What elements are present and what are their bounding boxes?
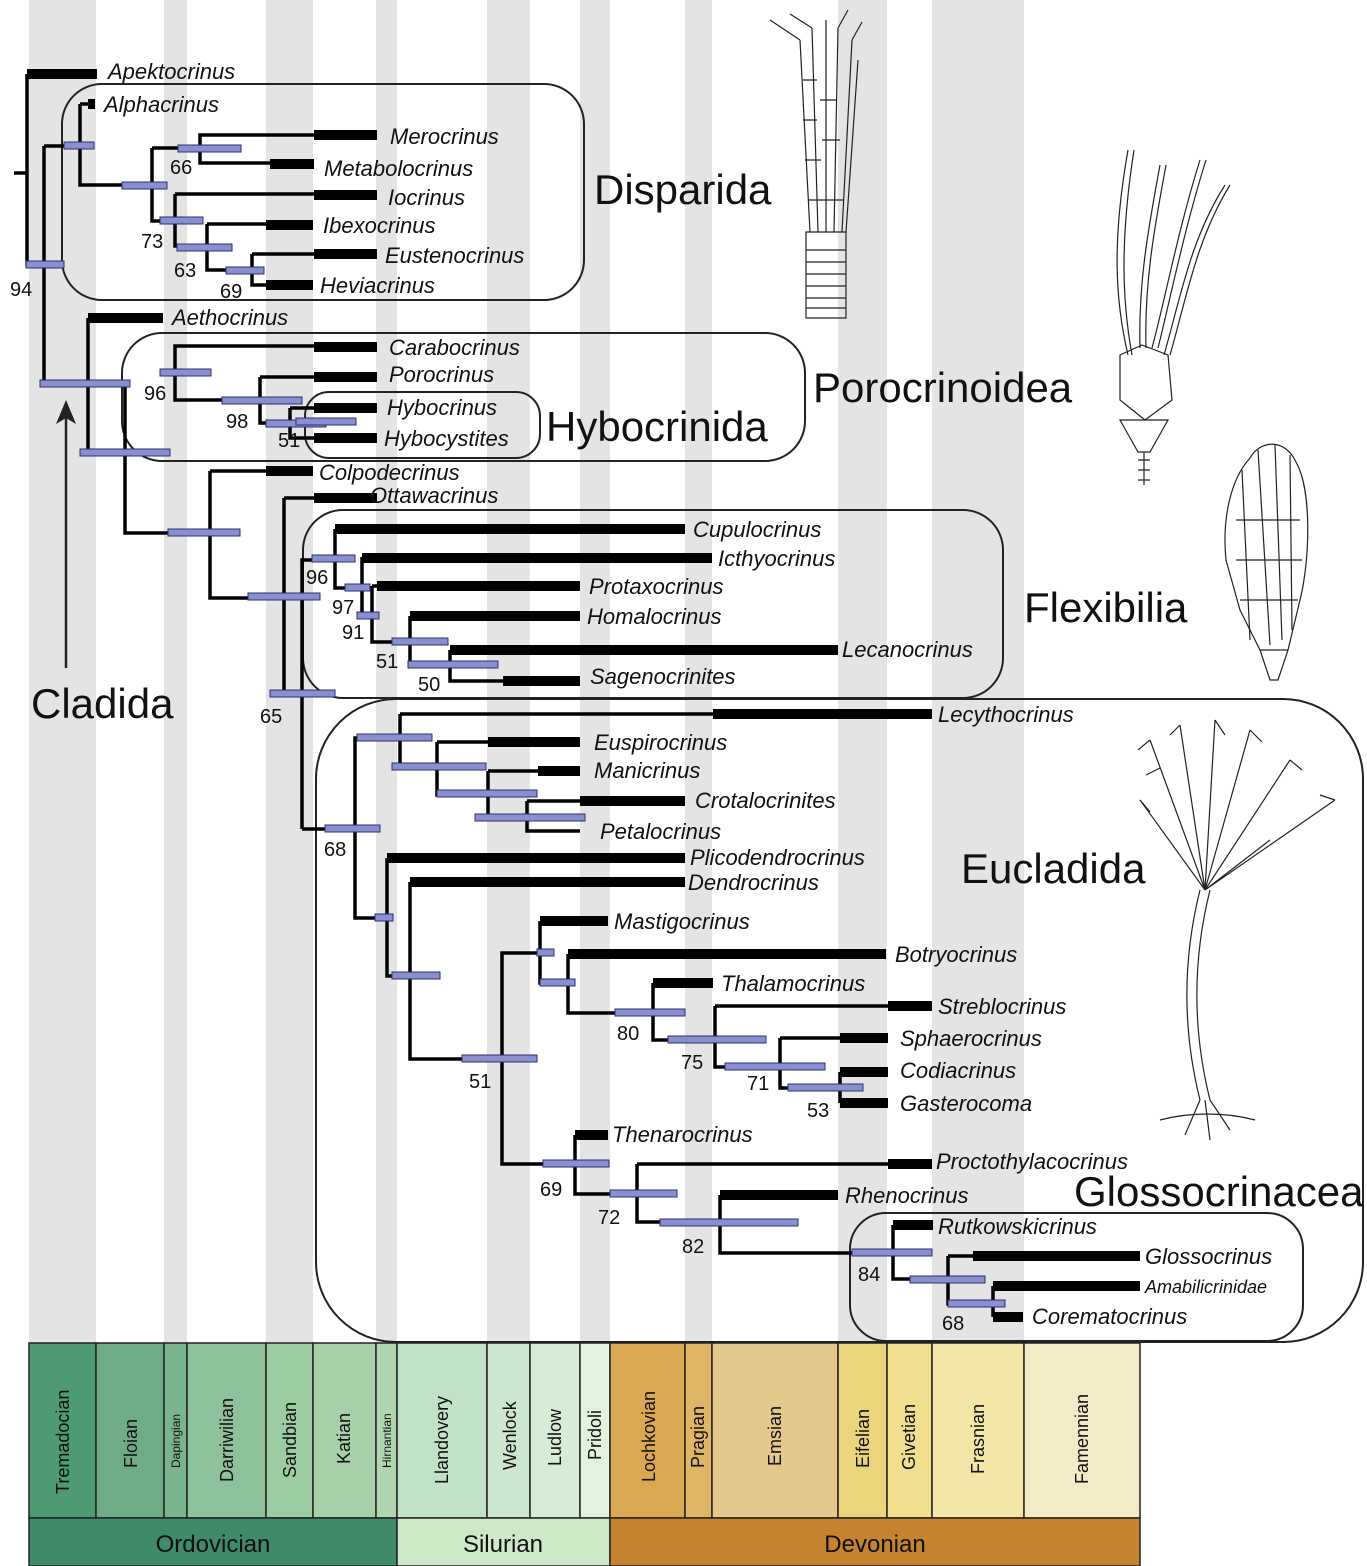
taxon-gasterocoma: Gasterocoma bbox=[900, 1091, 1032, 1116]
support-value: 66 bbox=[170, 157, 192, 179]
taxon-euspirocrinus: Euspirocrinus bbox=[594, 730, 727, 755]
taxon-cupulocrinus: Cupulocrinus bbox=[693, 517, 821, 542]
period-silurian: Silurian bbox=[463, 1531, 543, 1558]
stage-eifelian: Eifelian bbox=[853, 1409, 873, 1468]
stage-tremadocian: Tremadocian bbox=[53, 1390, 73, 1494]
taxon-sagenocrinites: Sagenocrinites bbox=[590, 664, 736, 689]
taxon-streblocrinus: Streblocrinus bbox=[938, 994, 1066, 1019]
taxon-plicodendrocrinus: Plicodendrocrinus bbox=[690, 845, 865, 870]
taxon-codiacrinus: Codiacrinus bbox=[900, 1058, 1016, 1083]
taxon-hybocystites: Hybocystites bbox=[384, 426, 509, 451]
stage-famennian: Famennian bbox=[1072, 1394, 1092, 1484]
stage-givetian: Givetian bbox=[899, 1404, 919, 1470]
taxon-merocrinus: Merocrinus bbox=[390, 124, 499, 149]
taxon-petalocrinus: Petalocrinus bbox=[600, 819, 721, 844]
clade-eucladida: Eucladida bbox=[961, 845, 1146, 892]
stage-wenlock: Wenlock bbox=[500, 1400, 520, 1470]
support-value: 84 bbox=[858, 1264, 880, 1286]
stage-stripes bbox=[29, 0, 1024, 1343]
clade-disparida: Disparida bbox=[594, 166, 772, 213]
taxon-rutkowskicrinus: Rutkowskicrinus bbox=[938, 1214, 1097, 1239]
taxon-aethocrinus: Aethocrinus bbox=[170, 305, 288, 330]
stage-emsian: Emsian bbox=[765, 1406, 785, 1466]
taxon-eustenocrinus: Eustenocrinus bbox=[385, 243, 524, 268]
clade-hybocrinida: Hybocrinida bbox=[546, 403, 768, 450]
period-ordovician: Ordovician bbox=[156, 1531, 271, 1558]
support-value: 53 bbox=[807, 1100, 829, 1122]
flexible-crinoid-illustration bbox=[1225, 444, 1308, 680]
taxon-apektocrinus: Apektocrinus bbox=[106, 59, 235, 84]
support-value: 63 bbox=[174, 260, 196, 282]
support-value: 94 bbox=[10, 279, 32, 301]
support-value: 96 bbox=[306, 567, 328, 589]
taxon-corematocrinus: Corematocrinus bbox=[1032, 1304, 1187, 1329]
taxon-metabolocrinus: Metabolocrinus bbox=[324, 156, 473, 181]
clade-glossocrinacea: Glossocrinacea bbox=[1074, 1168, 1364, 1215]
support-value: 68 bbox=[942, 1313, 964, 1335]
stage-pragian: Pragian bbox=[688, 1406, 708, 1468]
taxon-thenarocrinus: Thenarocrinus bbox=[612, 1122, 753, 1147]
support-value: 68 bbox=[324, 839, 346, 861]
stage-katian: Katian bbox=[334, 1413, 354, 1464]
support-value: 96 bbox=[144, 383, 166, 405]
support-value: 75 bbox=[681, 1052, 703, 1074]
stage-ludlow: Ludlow bbox=[545, 1408, 565, 1466]
taxon-alphacrinus: Alphacrinus bbox=[102, 92, 219, 117]
taxon-icthyocrinus: Icthyocrinus bbox=[718, 546, 835, 571]
support-value: 69 bbox=[540, 1179, 562, 1201]
support-value: 71 bbox=[747, 1073, 769, 1095]
support-value: 69 bbox=[220, 281, 242, 303]
taxon-sphaerocrinus: Sphaerocrinus bbox=[900, 1026, 1042, 1051]
taxon-lecythocrinus: Lecythocrinus bbox=[938, 702, 1074, 727]
support-value: 50 bbox=[418, 674, 440, 696]
taxon-glossocrinus: Glossocrinus bbox=[1145, 1244, 1272, 1269]
taxon-thalamocrinus: Thalamocrinus bbox=[721, 971, 865, 996]
stage-llandovery: Llandovery bbox=[432, 1396, 452, 1484]
taxon-heviacrinus: Heviacrinus bbox=[320, 273, 435, 298]
taxon-rhenocrinus: Rhenocrinus bbox=[845, 1183, 969, 1208]
taxon-lecanocrinus: Lecanocrinus bbox=[842, 637, 973, 662]
support-value: 82 bbox=[682, 1236, 704, 1258]
taxon-iocrinus: Iocrinus bbox=[388, 185, 465, 210]
taxon-crotalocrinites: Crotalocrinites bbox=[695, 788, 836, 813]
eucladid-crinoid-illustration bbox=[1138, 720, 1335, 1140]
taxon-carabocrinus: Carabocrinus bbox=[389, 335, 520, 360]
period-devonian: Devonian bbox=[824, 1531, 925, 1558]
stage-pridoli: Pridoli bbox=[585, 1410, 605, 1460]
taxon-mastigocrinus: Mastigocrinus bbox=[614, 909, 750, 934]
taxon-ibexocrinus: Ibexocrinus bbox=[323, 213, 436, 238]
taxon-ottawacrinus: Ottawacrinus bbox=[370, 483, 498, 508]
support-value: 91 bbox=[342, 622, 364, 644]
support-value: 51 bbox=[376, 651, 398, 673]
stage-floian: Floian bbox=[121, 1419, 141, 1468]
support-value: 51 bbox=[278, 430, 300, 452]
taxon-amabilicrinidae: Amabilicrinidae bbox=[1144, 1277, 1267, 1297]
support-value: 80 bbox=[617, 1023, 639, 1045]
support-value: 97 bbox=[332, 597, 354, 619]
stage-dapingian: Dapingian bbox=[169, 1414, 183, 1468]
clade-cladida: Cladida bbox=[31, 680, 174, 727]
taxon-protaxocrinus: Protaxocrinus bbox=[589, 574, 724, 599]
support-value: 65 bbox=[260, 706, 282, 728]
support-value: 51 bbox=[469, 1071, 491, 1093]
taxon-homalocrinus: Homalocrinus bbox=[587, 604, 722, 629]
stage-lochkovian: Lochkovian bbox=[639, 1391, 659, 1482]
porocrinoid-crinoid-illustration bbox=[1117, 150, 1230, 485]
support-value: 98 bbox=[226, 411, 248, 433]
taxon-hybocrinus: Hybocrinus bbox=[387, 395, 497, 420]
taxon-dendrocrinus: Dendrocrinus bbox=[688, 870, 819, 895]
support-value: 72 bbox=[598, 1207, 620, 1229]
taxon-manicrinus: Manicrinus bbox=[594, 758, 700, 783]
stage-sandbian: Sandbian bbox=[280, 1402, 300, 1478]
taxon-porocrinus: Porocrinus bbox=[389, 362, 494, 387]
support-value: 73 bbox=[141, 231, 163, 253]
stage-frasnian: Frasnian bbox=[968, 1404, 988, 1474]
stage-hirnantian: Hirnantian bbox=[380, 1413, 394, 1468]
clade-flexibilia: Flexibilia bbox=[1024, 584, 1188, 631]
clade-porocrinoidea: Porocrinoidea bbox=[813, 364, 1073, 411]
stage-darriwilian: Darriwilian bbox=[217, 1398, 237, 1482]
taxon-botryocrinus: Botryocrinus bbox=[895, 942, 1017, 967]
taxon-colpodecrinus: Colpodecrinus bbox=[319, 460, 460, 485]
